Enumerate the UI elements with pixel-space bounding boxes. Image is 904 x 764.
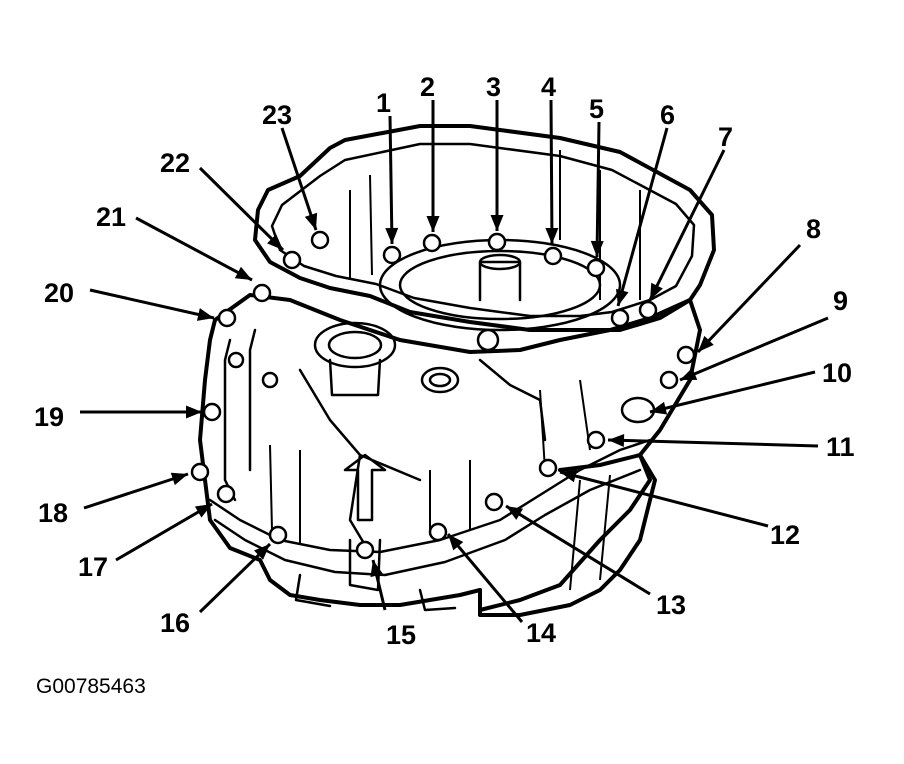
leader-line-16 [198,542,272,614]
leader-line-18 [83,472,189,510]
leader-arrowhead-12 [560,469,578,483]
callout-11: 11 [826,432,855,462]
leader-line-14 [446,533,524,623]
leader-arrowhead-22 [267,234,283,250]
leader-line-11 [607,438,819,448]
callout-22: 22 [160,148,190,178]
leader-arrowhead-19 [186,405,202,419]
callout-3: 3 [486,72,501,102]
callout-20: 20 [44,278,74,308]
leader-arrowhead-17 [194,504,212,518]
leader-line-9 [679,316,829,382]
bell-ribs [349,150,641,300]
callout-4: 4 [541,72,556,102]
leader-line-12 [559,470,769,528]
fill-plug-center [428,372,452,388]
bolt-heads [190,230,696,560]
gusset-lines [298,358,547,547]
leader-line-5 [595,121,601,258]
bottom-boss [348,538,382,592]
bottom-feet [294,573,457,612]
leader-arrowhead-1 [385,227,399,244]
leader-arrowhead-8 [698,335,714,352]
leader-arrowhead-5 [590,240,604,257]
callout-19: 19 [34,402,64,432]
bore-outer [378,238,622,332]
cast-arrow-mark [343,453,387,522]
leader-line-10 [649,370,816,414]
callout-17: 17 [78,552,108,582]
leader-arrowhead-9 [680,367,698,380]
input-shaft [478,260,522,302]
callout-leaders [80,99,829,623]
callout-13: 13 [656,590,686,620]
leader-line-13 [505,504,651,596]
leader-line-23 [280,127,318,231]
callout-1: 1 [376,88,391,118]
callout-21: 21 [96,202,126,232]
leader-line-21 [135,216,253,282]
leader-arrowhead-2 [426,216,440,232]
callout-labels: 1 2 3 4 5 6 7 8 9 10 11 12 13 14 15 16 1… [34,72,855,650]
bellhousing-flange [253,124,716,332]
callout-23: 23 [262,100,292,130]
callout-10: 10 [822,358,852,388]
callout-2: 2 [420,72,435,102]
drain-plug [620,396,656,424]
shift-boss-inner [327,330,383,360]
leader-line-1 [388,115,394,245]
leader-arrowhead-15 [370,560,384,578]
leader-line-20 [89,288,215,320]
callout-8: 8 [806,214,821,244]
leader-arrowhead-4 [545,227,559,244]
transmission-case-drawing [190,124,716,617]
leader-arrowhead-7 [650,282,663,300]
callout-15: 15 [386,620,416,650]
leader-line-4 [549,99,554,245]
figure-code: G00785463 [36,675,146,698]
callout-7: 7 [718,122,733,152]
callout-14: 14 [526,618,556,648]
input-shaft-top [478,253,522,271]
leader-line-17 [115,502,213,562]
callout-16: 16 [160,608,190,638]
leader-arrowhead-14 [448,534,464,551]
leader-arrowhead-10 [650,401,668,415]
leader-arrowhead-11 [608,433,625,447]
leader-arrowhead-16 [253,544,270,560]
oil-pan-ribs [569,474,611,591]
fill-plug [420,366,460,394]
callout-5: 5 [589,94,604,124]
leader-arrowhead-13 [506,506,524,520]
body-ribs [269,379,591,545]
leader-line-7 [648,149,726,301]
leader-line-6 [616,127,669,307]
leader-arrowhead-23 [304,212,318,230]
leader-arrowhead-3 [490,215,504,231]
leader-arrowhead-6 [615,288,629,306]
callout-18: 18 [38,498,68,528]
leader-arrowhead-21 [234,266,252,280]
callout-12: 12 [770,520,800,550]
oil-pan [478,453,657,617]
shift-boss-outer [313,321,397,369]
leader-line-22 [198,166,285,252]
leader-arrowhead-20 [196,308,214,321]
shift-boss-neck [328,358,382,397]
callout-9: 9 [833,286,848,316]
callout-6: 6 [660,100,675,130]
case-body [198,293,702,612]
leader-arrowhead-18 [170,472,188,486]
leader-line-8 [696,243,802,354]
